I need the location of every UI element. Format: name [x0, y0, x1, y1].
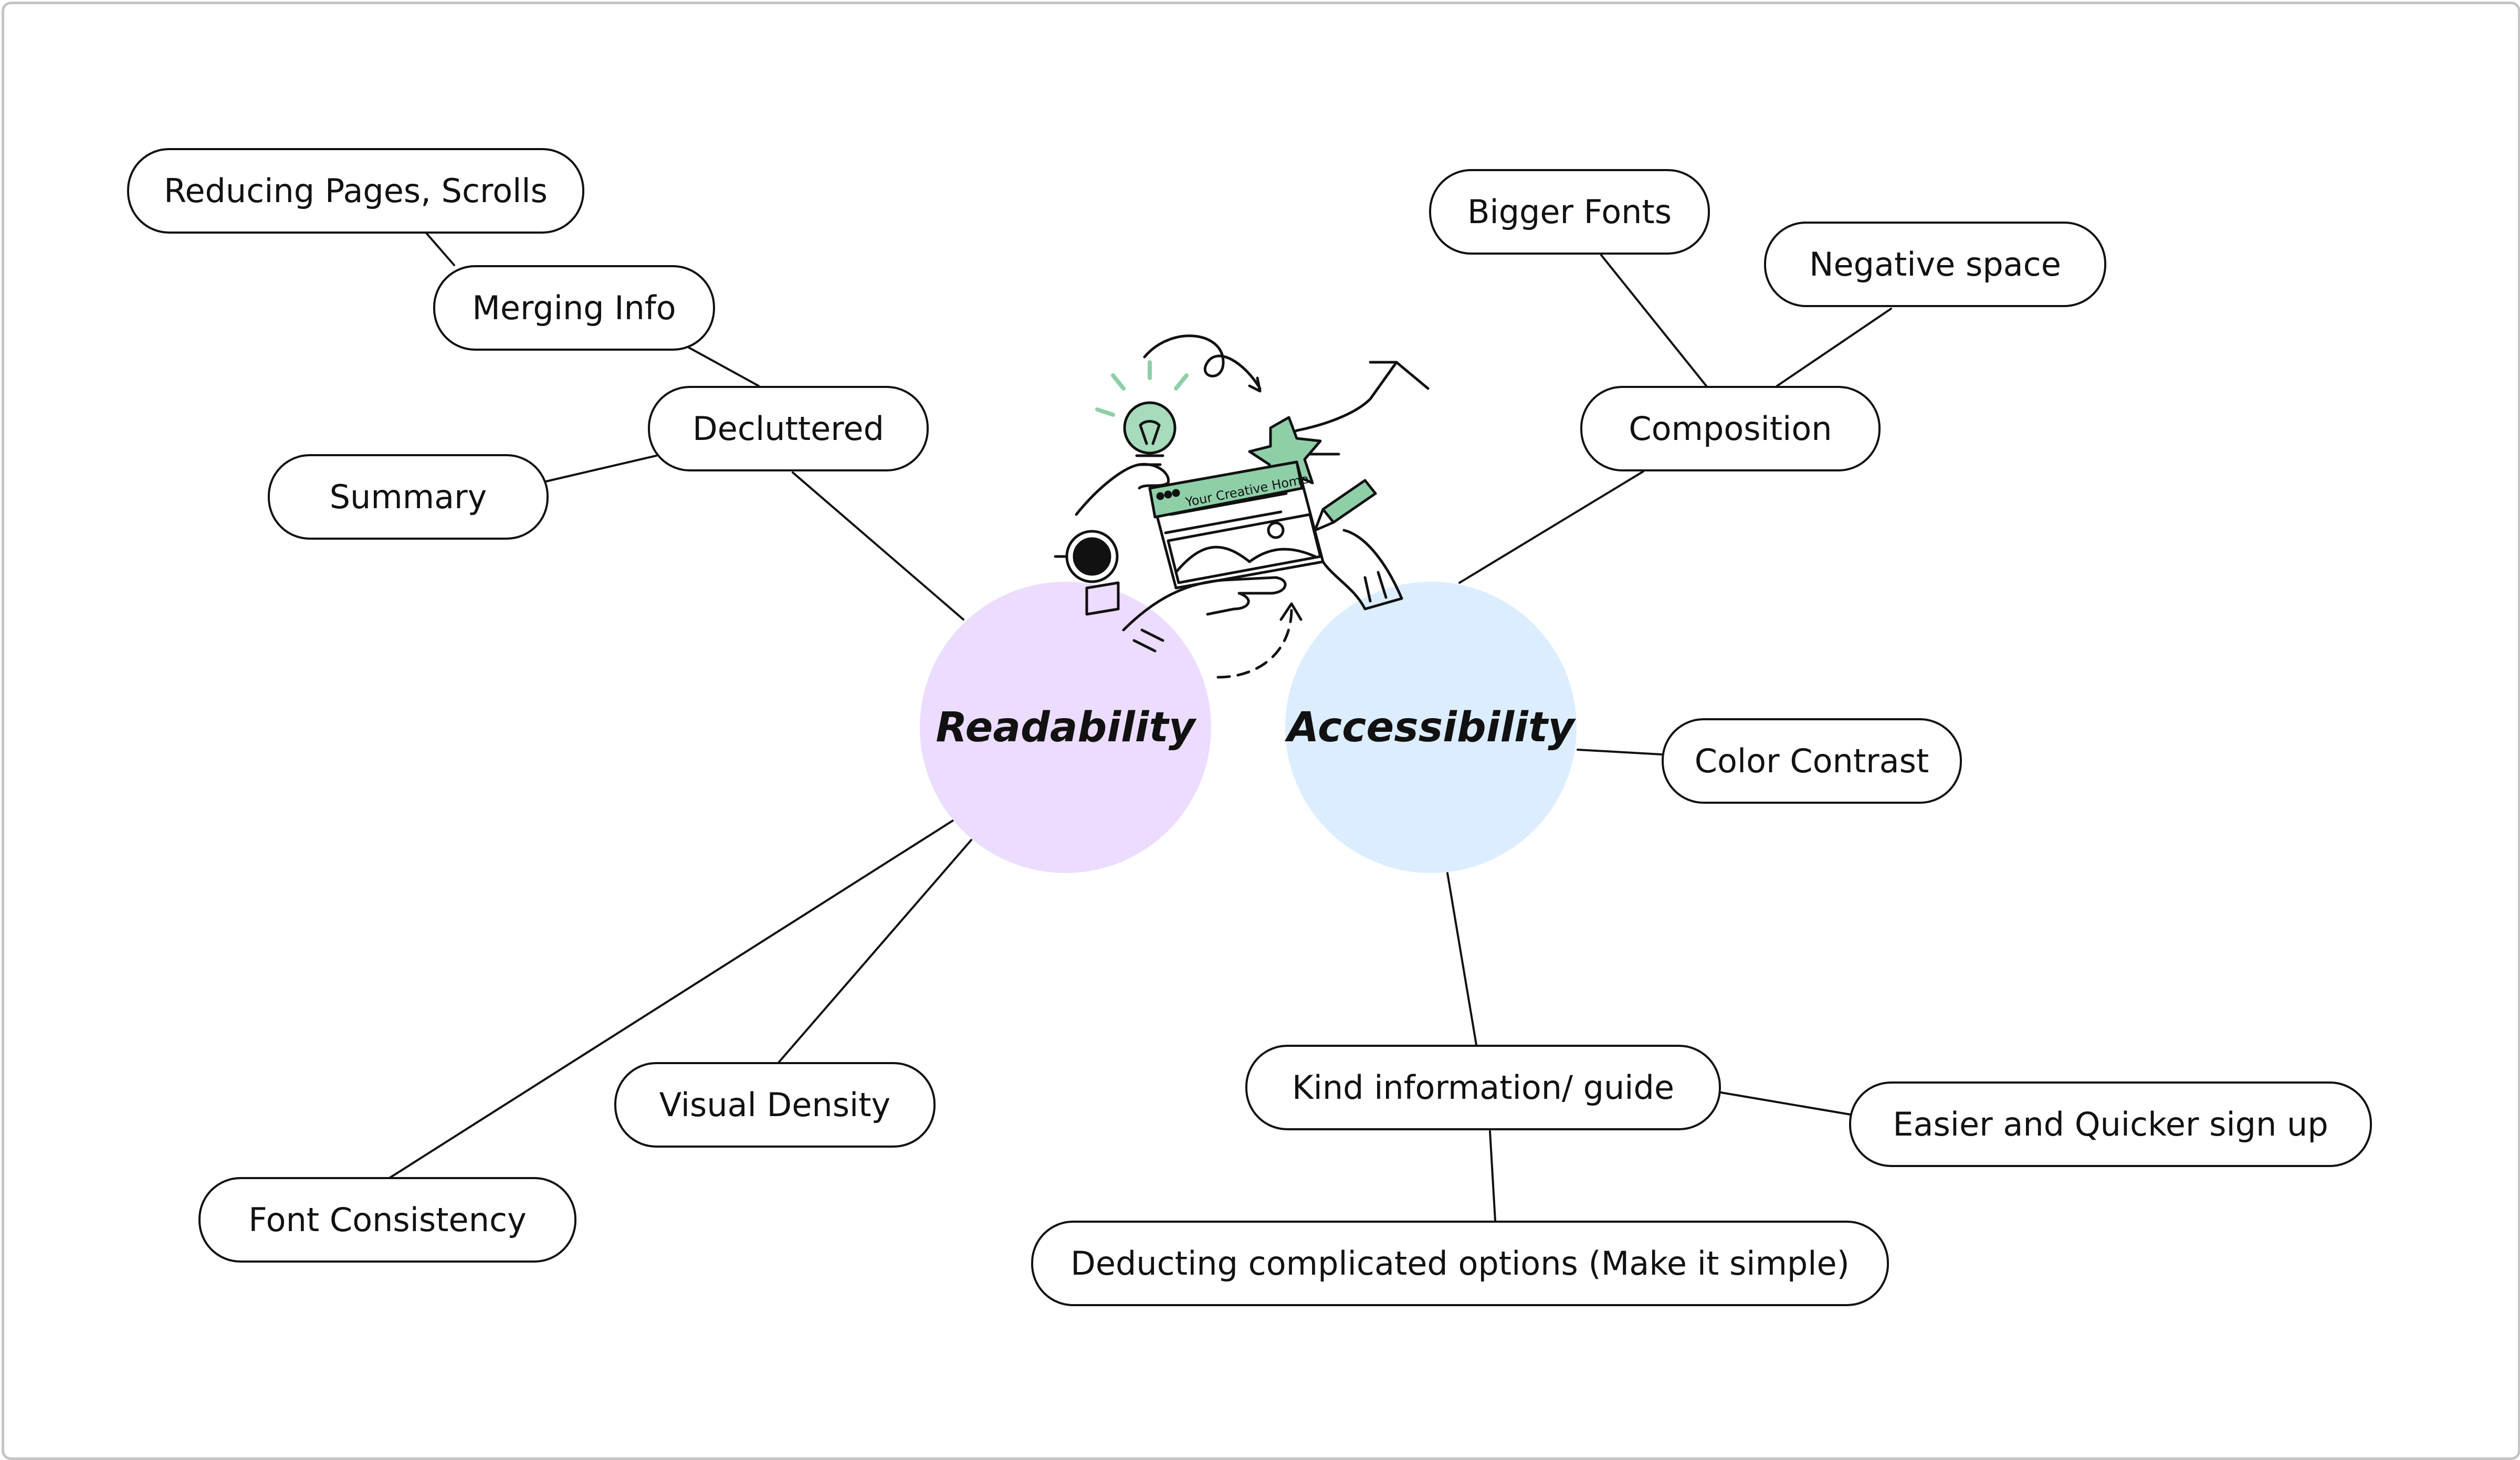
node-merging-info-label: Merging Info: [472, 289, 676, 327]
node-summary-label: Summary: [329, 478, 487, 516]
link-decluttered-summary: [545, 455, 657, 482]
node-easier-signup: Easier and Quicker sign up: [1849, 1081, 2372, 1167]
node-font-consistency-label: Font Consistency: [248, 1201, 527, 1239]
readability-hub-label: Readability: [936, 703, 1195, 751]
curved-arrow-icon: [1143, 334, 1262, 393]
link-readability-fontconsistency: [389, 820, 954, 1179]
accessibility-hub: Accessibility: [1285, 582, 1577, 873]
node-deducting-options-label: Deducting complicated options (Make it s…: [1070, 1244, 1850, 1283]
node-reducing-pages-label: Reducing Pages, Scrolls: [164, 172, 548, 210]
link-composition-negativespace: [1776, 308, 1892, 387]
link-accessibility-composition: [1458, 470, 1644, 584]
link-composition-biggerfonts: [1600, 254, 1707, 387]
accessibility-hub-label: Accessibility: [1287, 703, 1575, 751]
node-composition-label: Composition: [1629, 409, 1832, 448]
node-color-contrast: Color Contrast: [1662, 718, 1962, 804]
link-kindinfo-deducting: [1489, 1130, 1496, 1222]
creative-home-illustration: Your Creative Home: [1054, 334, 1430, 679]
node-deducting-options: Deducting complicated options (Make it s…: [1031, 1221, 1889, 1306]
link-accessibility-kindinfo: [1446, 872, 1477, 1046]
link-kindinfo-signup: [1720, 1091, 1852, 1116]
link-accessibility-colorcontrast: [1577, 749, 1663, 755]
node-negative-space-label: Negative space: [1809, 245, 2061, 283]
browser-window-icon: [1148, 460, 1325, 590]
marker-icon: [1314, 479, 1403, 611]
link-readability-visualdensity: [777, 839, 972, 1064]
node-reducing-pages: Reducing Pages, Scrolls: [127, 148, 584, 234]
readability-hub: Readability: [920, 582, 1211, 873]
node-font-consistency: Font Consistency: [198, 1177, 576, 1263]
node-visual-density-label: Visual Density: [659, 1086, 891, 1124]
node-decluttered-label: Decluttered: [692, 409, 884, 448]
node-summary: Summary: [268, 454, 549, 540]
node-visual-density: Visual Density: [614, 1062, 936, 1148]
node-kind-information: Kind information/ guide: [1245, 1045, 1721, 1130]
node-merging-info: Merging Info: [433, 265, 715, 351]
node-negative-space: Negative space: [1764, 222, 2106, 307]
node-kind-information-label: Kind information/ guide: [1292, 1068, 1675, 1107]
node-decluttered: Decluttered: [648, 386, 929, 471]
lightbulb-icon: [1075, 360, 1189, 516]
link-merging-reducing: [425, 232, 455, 266]
node-easier-signup-label: Easier and Quicker sign up: [1893, 1105, 2328, 1143]
node-bigger-fonts-label: Bigger Fonts: [1467, 193, 1672, 231]
node-composition: Composition: [1580, 386, 1881, 471]
node-color-contrast-label: Color Contrast: [1694, 742, 1929, 780]
link-readability-decluttered: [792, 471, 964, 621]
node-bigger-fonts: Bigger Fonts: [1429, 169, 1710, 255]
coffee-cup-icon: [1054, 530, 1120, 616]
link-decluttered-merging: [688, 346, 760, 387]
